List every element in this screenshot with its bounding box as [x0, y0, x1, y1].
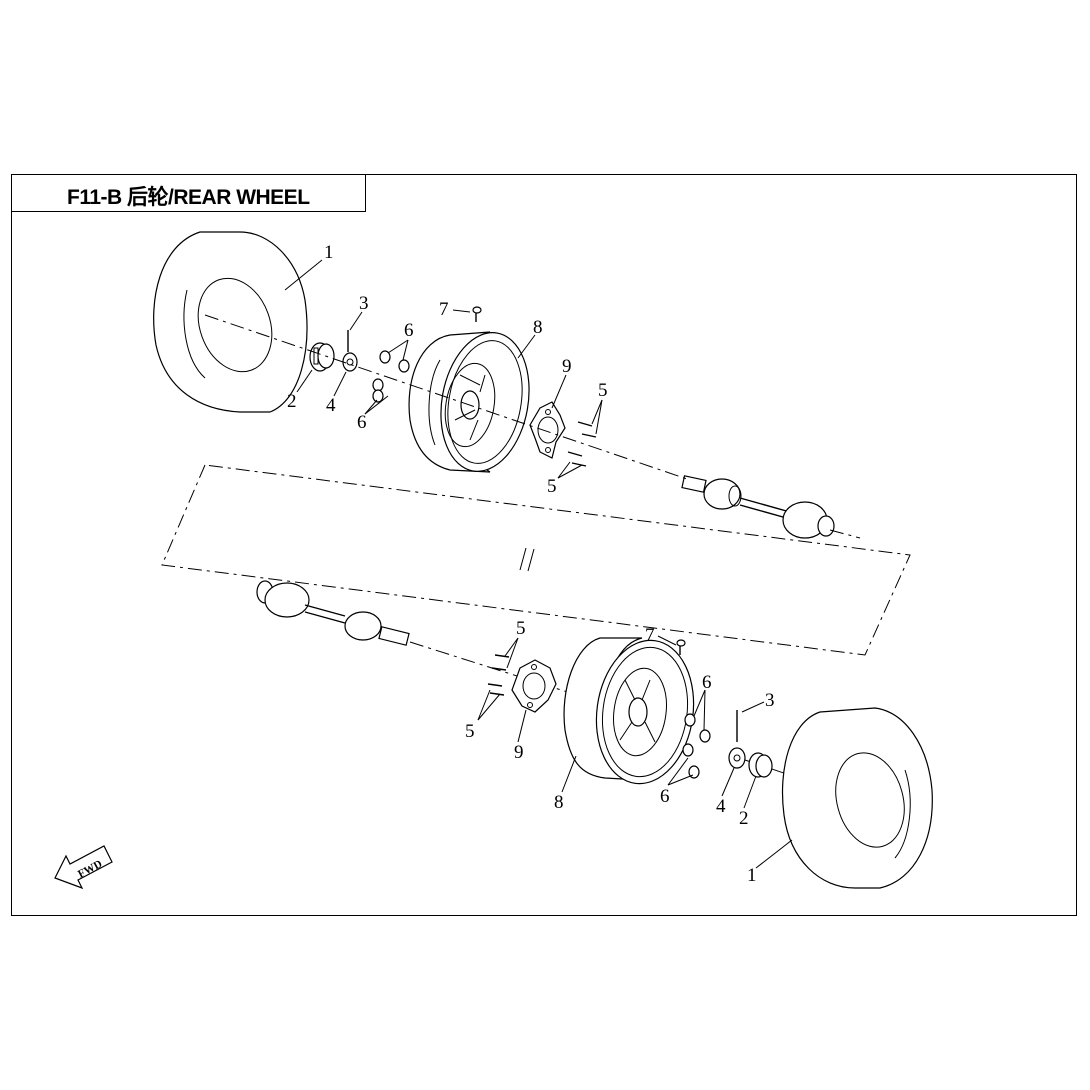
- callout-upper-hub: 9: [562, 356, 572, 377]
- callout-lower-nuts-top: 6: [702, 672, 712, 693]
- lower-tire: [781, 707, 933, 889]
- callout-upper-rim: 8: [533, 317, 543, 338]
- upper-drive-shaft: [681, 475, 835, 539]
- callout-lower-rim: 8: [554, 792, 564, 813]
- lower-hub: [511, 659, 557, 713]
- upper-hub-bolts: [567, 421, 597, 467]
- callout-lower-bolts-top: 5: [516, 618, 526, 639]
- title-box: F11-B 后轮/REAR WHEEL: [11, 174, 366, 212]
- callout-upper-tire: 1: [324, 242, 334, 263]
- upper-hub: [529, 401, 566, 459]
- page-title: F11-B 后轮/REAR WHEEL: [67, 186, 310, 209]
- callout-upper-cotter-pin: 3: [359, 293, 369, 314]
- upper-axis-line: [204, 314, 691, 481]
- callout-upper-nuts-bottom: 6: [357, 412, 367, 433]
- callout-upper-nuts-top: 6: [404, 320, 414, 341]
- lower-wheel-nuts: [682, 713, 711, 779]
- diagram-frame: [11, 174, 1077, 916]
- callout-upper-castle-nut: 4: [326, 395, 336, 416]
- upper-rim: [408, 331, 530, 473]
- callout-lower-bolts-bottom: 5: [465, 721, 475, 742]
- callout-lower-tire: 1: [747, 865, 757, 886]
- lower-valve: [676, 639, 686, 655]
- shaft-connection-outline: [161, 464, 911, 656]
- callout-lower-nuts-bottom: 6: [660, 786, 670, 807]
- lower-hub-nut-cap: [748, 752, 773, 778]
- lower-hub-bolts: [487, 654, 510, 696]
- callout-upper-valve: 7: [439, 299, 449, 320]
- callout-lower-hub-nut-cap: 2: [739, 808, 749, 829]
- break-mark-1: [519, 547, 527, 571]
- callout-lower-hub: 9: [514, 742, 524, 763]
- lower-castle-nut: [728, 747, 746, 769]
- leader-lines: [284, 259, 793, 869]
- callout-upper-hub-nut-cap: 2: [287, 391, 297, 412]
- upper-wheel-nuts: [372, 350, 410, 403]
- upper-axis-line-end: [829, 529, 861, 539]
- callout-lower-castle-nut: 4: [716, 796, 726, 817]
- upper-castle-nut: [342, 352, 358, 372]
- callout-lower-valve: 7: [645, 625, 655, 646]
- upper-hub-nut-cap: [309, 342, 335, 372]
- callout-upper-bolts-top: 5: [598, 380, 608, 401]
- upper-valve: [472, 306, 482, 322]
- callout-lower-cotter-pin: 3: [765, 690, 775, 711]
- callout-upper-bolts-bottom: 5: [547, 476, 557, 497]
- lower-drive-shaft: [256, 580, 410, 646]
- forward-direction-arrow: FWD: [54, 845, 113, 890]
- upper-tire: [153, 231, 308, 413]
- break-mark-2: [527, 548, 535, 572]
